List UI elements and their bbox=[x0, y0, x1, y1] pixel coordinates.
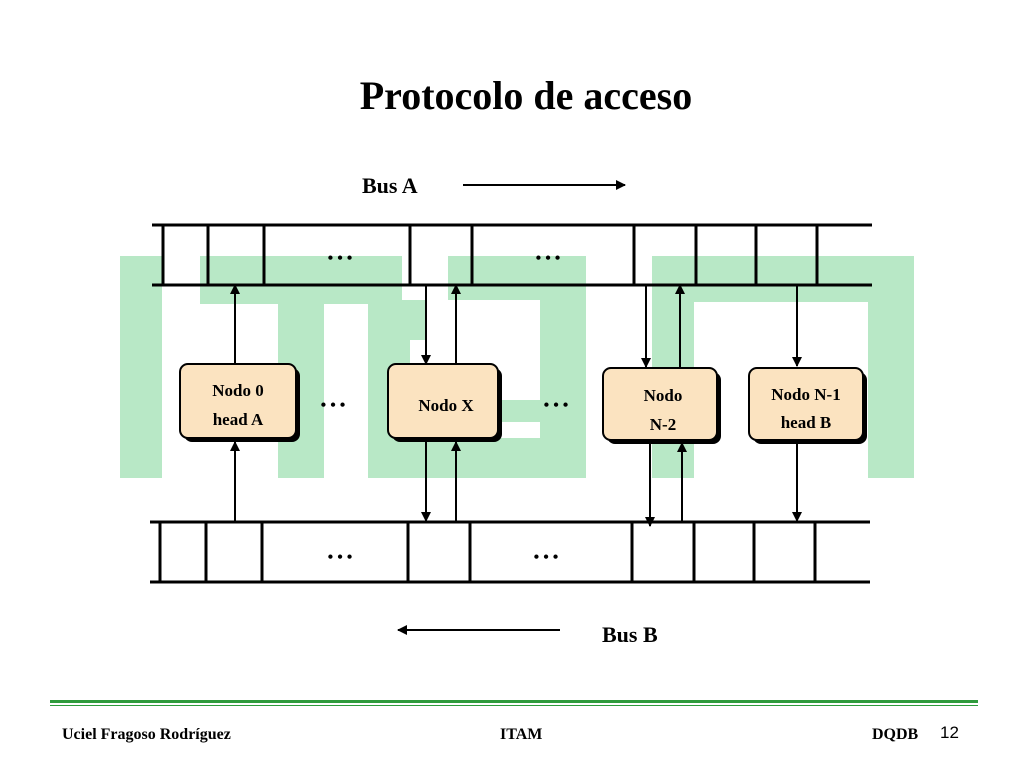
node-0-line2: head A bbox=[213, 410, 264, 429]
node-n-2-line1: Nodo bbox=[644, 386, 683, 405]
bus-a-label: Bus A bbox=[362, 173, 418, 198]
bus-a-ellipsis-2: • • • bbox=[536, 250, 561, 267]
node-ellipsis-2: • • • bbox=[544, 397, 569, 414]
node-n-2: Nodo N-2 bbox=[602, 367, 721, 444]
bus-a-ellipsis-1: • • • bbox=[328, 250, 353, 267]
page-number: 12 bbox=[940, 723, 959, 742]
node-x: Nodo X bbox=[387, 363, 502, 442]
node-n-1: Nodo N-1 head B bbox=[748, 367, 867, 444]
footer-rule-thin bbox=[50, 705, 978, 706]
bus-a-slots bbox=[152, 223, 872, 287]
node-n-2-line2: N-2 bbox=[650, 415, 676, 434]
footer-institution: ITAM bbox=[500, 726, 543, 743]
node-n-1-line1: Nodo N-1 bbox=[771, 385, 840, 404]
node-ellipsis-1: • • • bbox=[321, 397, 346, 414]
bus-b-ellipsis-2: • • • bbox=[534, 549, 559, 566]
bus-b-ellipsis-1: • • • bbox=[328, 549, 353, 566]
node-0: Nodo 0 head A bbox=[179, 363, 300, 442]
slide-title: Protocolo de acceso bbox=[359, 73, 693, 118]
node-n-1-line2: head B bbox=[781, 413, 832, 432]
footer-topic: DQDB bbox=[872, 726, 919, 743]
bus-b-label: Bus B bbox=[602, 622, 658, 647]
connection-arrows bbox=[230, 284, 802, 527]
node-x-line1: Nodo X bbox=[418, 396, 474, 415]
bus-b-slots bbox=[150, 520, 870, 584]
node-0-line1: Nodo 0 bbox=[212, 381, 263, 400]
footer-rule-thick bbox=[50, 700, 978, 703]
footer-author: Uciel Fragoso Rodríguez bbox=[62, 726, 231, 743]
